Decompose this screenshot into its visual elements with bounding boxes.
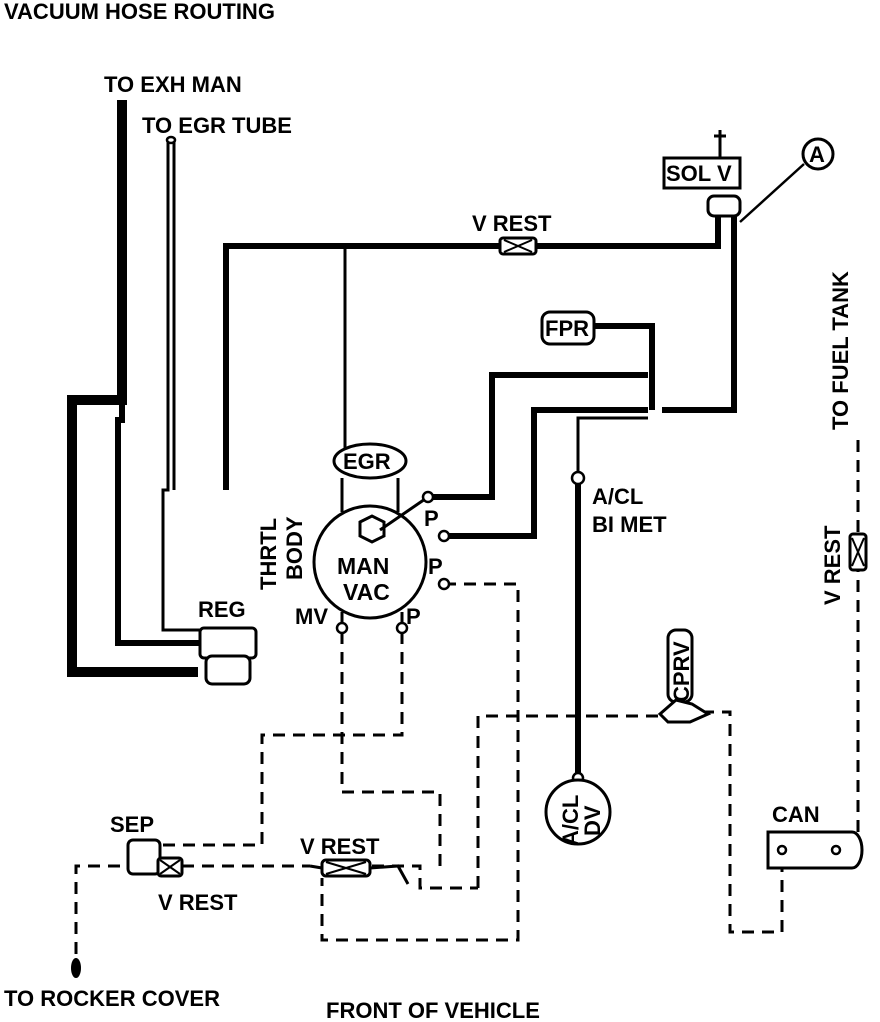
sol-v-return-hose <box>662 215 737 413</box>
callout-a-label: A <box>809 142 825 167</box>
sol-v-label: SOL V <box>666 161 732 186</box>
body-label: BODY <box>282 516 307 580</box>
vac-label: VAC <box>343 579 390 605</box>
sep-label: SEP <box>110 812 154 837</box>
egr-label: EGR <box>343 449 391 474</box>
to-fuel-tank-label: TO FUEL TANK <box>828 271 853 430</box>
to-egr-tube-label: TO EGR TUBE <box>142 113 292 138</box>
cprv-label: CPRV <box>669 641 694 702</box>
man-label: MAN <box>337 553 389 579</box>
reg-feed-hose <box>115 400 202 646</box>
canister: CAN <box>766 802 864 870</box>
egr-valve: EGR <box>332 442 408 512</box>
reg-label: REG <box>198 597 246 622</box>
v-rest-right-restrictor <box>848 532 868 572</box>
acl-bimet-hose <box>570 470 586 785</box>
diagram-title: VACUUM HOSE ROUTING <box>4 0 275 24</box>
can-label: CAN <box>772 802 820 827</box>
port-p3-label: P <box>406 604 421 629</box>
port-mv-label: MV <box>295 604 328 629</box>
v-rest-mid-label: V REST <box>300 834 380 859</box>
v-rest-right-label: V REST <box>820 525 845 605</box>
to-exh-man-label: TO EXH MAN <box>104 72 242 97</box>
acl-dv-component <box>544 778 612 846</box>
front-of-vehicle-label: FRONT OF VEHICLE <box>326 998 540 1022</box>
v-rest-low-label: V REST <box>158 890 238 915</box>
to-rocker-cover-label: TO ROCKER COVER <box>4 986 220 1011</box>
v-rest-top-label: V REST <box>472 211 552 236</box>
acl-dv-label-1: A/CL <box>558 795 583 846</box>
v-rest-mid-restrictor: V REST <box>300 834 410 885</box>
cprv-valve <box>657 628 712 724</box>
thrtl-label: THRTL <box>256 518 281 590</box>
fpr-component: FPR <box>540 310 596 346</box>
throttle-body: MAN VAC <box>312 490 451 635</box>
rocker-cover-fitting <box>71 958 81 978</box>
acl-bimet-label-2: BI MET <box>592 512 667 537</box>
exhaust-manifold-hose <box>67 100 198 677</box>
acl-dv-label-2: DV <box>580 805 605 836</box>
separator: SEP <box>110 812 184 878</box>
v-rest-top-restrictor: V REST <box>472 211 552 256</box>
callout-a: A <box>739 137 835 223</box>
reg-component: REG <box>198 597 258 686</box>
acl-bimet-label-1: A/CL <box>592 484 643 509</box>
fpr-hoses <box>428 323 655 539</box>
port-p2-label: P <box>428 554 443 579</box>
dashed-hoses <box>74 440 860 960</box>
sol-v-valve: SOL V <box>662 130 742 218</box>
fpr-label: FPR <box>545 316 589 341</box>
top-vacuum-hose <box>223 215 721 490</box>
egr-tube-hose <box>161 135 200 632</box>
port-p1-label: P <box>424 506 439 531</box>
